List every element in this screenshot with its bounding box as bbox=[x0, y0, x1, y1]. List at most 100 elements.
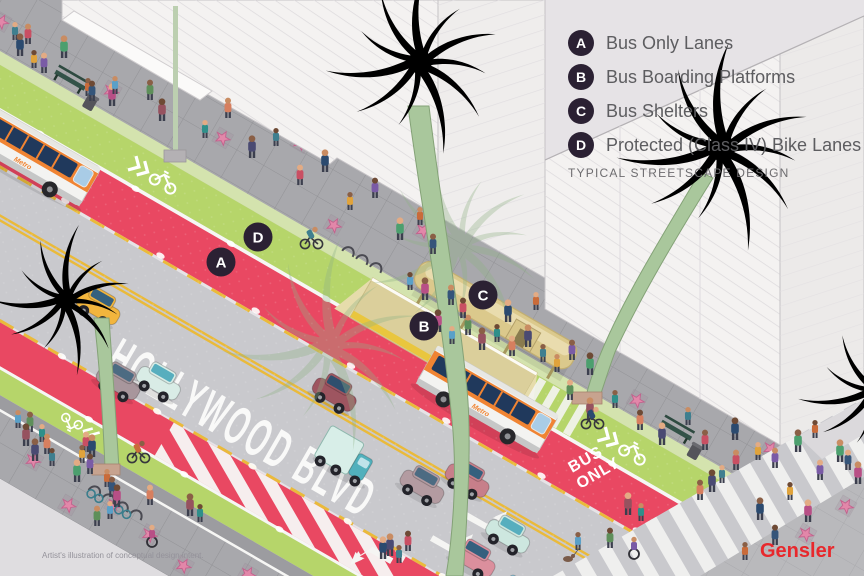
person bbox=[24, 23, 32, 44]
legend-row-b: B Bus Boarding Platforms bbox=[568, 64, 861, 90]
person bbox=[756, 497, 764, 520]
pole bbox=[173, 6, 178, 152]
person bbox=[731, 417, 739, 440]
badge-a-map: A bbox=[206, 247, 236, 277]
person bbox=[658, 422, 666, 445]
person bbox=[379, 536, 387, 559]
person bbox=[88, 434, 96, 457]
person bbox=[708, 469, 716, 492]
legend-label-d: Protected (Class IV) Bike Lanes bbox=[606, 134, 862, 155]
person bbox=[553, 353, 561, 372]
person bbox=[296, 164, 304, 185]
svg-text:C: C bbox=[478, 288, 489, 305]
person bbox=[459, 297, 467, 318]
person bbox=[73, 459, 81, 482]
person bbox=[93, 505, 101, 526]
person bbox=[464, 314, 472, 335]
person bbox=[88, 80, 96, 101]
person bbox=[113, 484, 121, 507]
person bbox=[22, 423, 30, 446]
person bbox=[14, 409, 22, 428]
legend-badge-a: A bbox=[568, 30, 594, 56]
badge-c-map: C bbox=[468, 280, 498, 310]
person bbox=[404, 530, 412, 551]
person bbox=[321, 149, 329, 172]
gensler-logo: Gensler bbox=[760, 540, 835, 562]
person bbox=[396, 217, 404, 240]
person bbox=[30, 49, 38, 68]
person bbox=[816, 459, 824, 480]
person bbox=[48, 447, 56, 466]
person bbox=[429, 233, 437, 254]
person bbox=[854, 461, 862, 484]
person bbox=[566, 379, 574, 400]
crosswalk-hatching-red-lane bbox=[154, 422, 406, 576]
person bbox=[186, 493, 194, 516]
person bbox=[103, 468, 111, 487]
person bbox=[539, 343, 547, 362]
person bbox=[811, 419, 819, 438]
person bbox=[844, 449, 852, 470]
wheelchair-users bbox=[146, 524, 640, 560]
footnote: Artist's illustration of conceptual desi… bbox=[42, 551, 204, 560]
person bbox=[38, 423, 46, 442]
person bbox=[40, 52, 48, 73]
person bbox=[146, 79, 154, 100]
person bbox=[696, 479, 704, 500]
badge-b-map: B bbox=[409, 311, 439, 341]
person bbox=[346, 191, 354, 210]
person bbox=[78, 444, 86, 463]
person bbox=[111, 75, 119, 94]
person bbox=[606, 527, 614, 548]
person bbox=[395, 544, 403, 563]
person bbox=[43, 433, 51, 454]
person bbox=[158, 98, 166, 121]
palm-canopy bbox=[0, 224, 129, 376]
person bbox=[448, 325, 456, 344]
person bbox=[504, 299, 512, 322]
parked-bikes bbox=[86, 489, 132, 520]
person bbox=[86, 453, 94, 474]
person bbox=[60, 35, 68, 58]
legend-row-d: D Protected (Class IV) Bike Lanes bbox=[568, 132, 861, 158]
person bbox=[272, 127, 280, 146]
person bbox=[804, 499, 812, 522]
legend-caption: TYPICAL STREETSCAPE DESIGN bbox=[568, 166, 790, 180]
person bbox=[771, 524, 779, 545]
svg-text:A: A bbox=[216, 255, 227, 272]
person bbox=[106, 500, 114, 519]
legend-badge-b: B bbox=[568, 64, 594, 90]
person bbox=[31, 438, 39, 461]
people-layer bbox=[11, 21, 862, 563]
person bbox=[771, 447, 779, 468]
person bbox=[624, 492, 632, 515]
person bbox=[508, 335, 516, 356]
person bbox=[16, 33, 24, 56]
person bbox=[786, 481, 794, 500]
palm-canopy bbox=[325, 0, 496, 154]
person bbox=[794, 429, 802, 452]
svg-text:B: B bbox=[419, 319, 430, 336]
person bbox=[11, 21, 19, 40]
cyclists bbox=[126, 226, 605, 464]
palm-shadows bbox=[221, 151, 535, 451]
person bbox=[224, 97, 232, 118]
person bbox=[732, 449, 740, 470]
person bbox=[201, 119, 209, 138]
person bbox=[568, 339, 576, 360]
person bbox=[586, 352, 594, 375]
dog bbox=[563, 546, 581, 562]
person bbox=[754, 441, 762, 460]
person bbox=[524, 324, 532, 347]
person bbox=[684, 406, 692, 425]
person bbox=[493, 323, 501, 342]
legend-row-c: C Bus Shelters bbox=[568, 98, 861, 124]
person bbox=[196, 503, 204, 522]
map-badges: A B C D bbox=[206, 222, 498, 341]
person bbox=[741, 541, 749, 560]
legend-badge-d: D bbox=[568, 132, 594, 158]
person bbox=[836, 439, 844, 462]
legend-badge-c: C bbox=[568, 98, 594, 124]
